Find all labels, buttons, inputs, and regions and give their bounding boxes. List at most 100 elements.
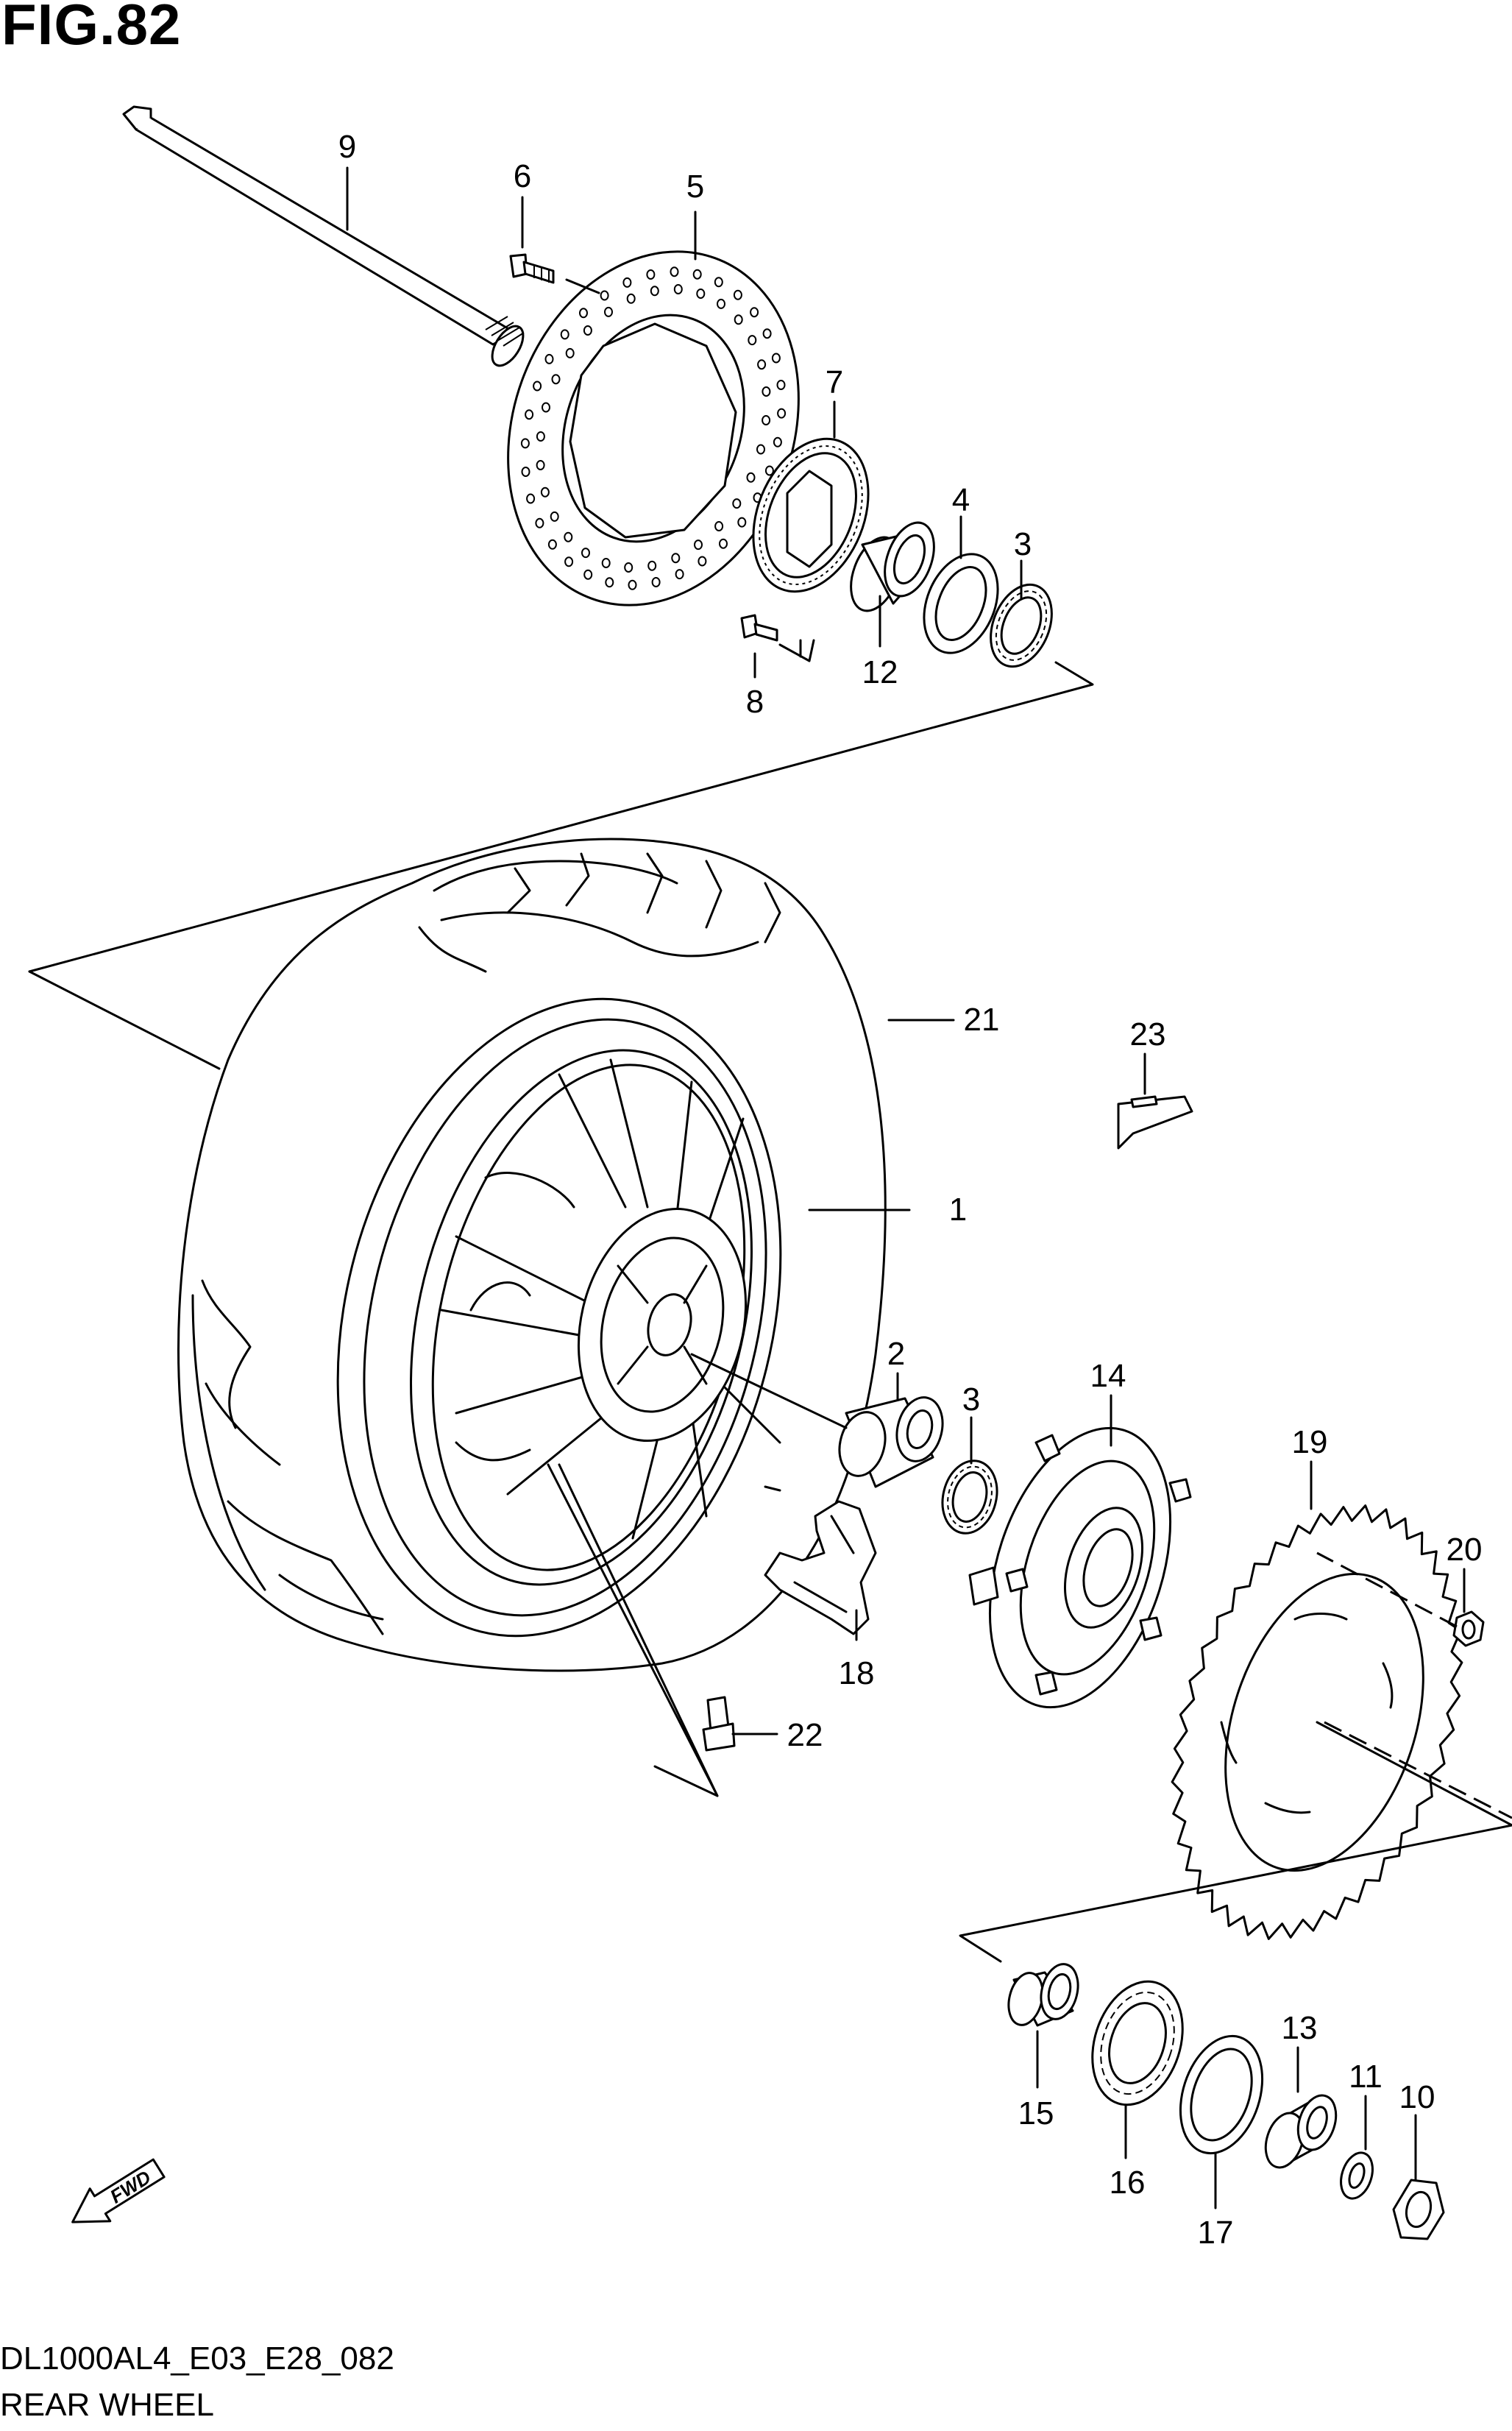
disc-hole (605, 577, 614, 588)
disc-hole (670, 266, 679, 277)
disc-hole (696, 289, 706, 299)
spacer (850, 521, 935, 612)
figure-name: REAR WHEEL (0, 2387, 214, 2423)
disc-hole (565, 347, 575, 358)
callout-12: 12 (862, 654, 898, 690)
disc-hole (646, 269, 656, 280)
disc-hole (564, 556, 574, 567)
callout-6: 6 (514, 158, 531, 194)
callout-1: 1 (949, 1192, 967, 1228)
disc-hole (624, 562, 633, 573)
balance-weight (1117, 1095, 1193, 1150)
leader-lines (346, 166, 1466, 2209)
bearing-lower (941, 1459, 998, 1535)
disc-hole (673, 284, 683, 294)
disc-hole (714, 277, 723, 288)
sprocket-nut (1452, 1610, 1485, 1647)
forward-arrow-icon: FWD (71, 2158, 166, 2223)
sprocket-bearing (1091, 1980, 1184, 2106)
disc-hole (622, 277, 632, 288)
disc-hole (671, 553, 681, 564)
abs-sensor-ring (752, 437, 870, 593)
bearing-sleeve (1007, 1963, 1079, 2027)
callout-7: 7 (826, 364, 843, 400)
disc-hole (535, 517, 544, 528)
disc-hole (698, 556, 707, 567)
callout-5: 5 (686, 169, 704, 205)
disc-hole (550, 511, 559, 522)
callout-4: 4 (952, 482, 970, 518)
disc-hole (601, 558, 611, 568)
callout-19: 19 (1292, 1424, 1328, 1460)
disc-hole (762, 386, 771, 397)
callout-15: 15 (1018, 2095, 1054, 2131)
valve-guide-line-2 (547, 1463, 719, 1797)
disc-hole (542, 402, 550, 413)
callout-9: 9 (338, 129, 356, 165)
callout-20: 20 (1447, 1532, 1483, 1568)
disc-hole (694, 539, 703, 551)
rear-axle (122, 105, 525, 367)
disc-hole (536, 431, 545, 442)
disc-hole (626, 293, 636, 304)
callout-2: 2 (887, 1336, 905, 1372)
sprocket-oil-seal (1179, 2034, 1264, 2155)
wheel-spacer (838, 1396, 944, 1488)
brake-disc-bolt (509, 253, 555, 284)
fig-title: FIG.82 (1, 0, 182, 57)
disc-hole (600, 290, 609, 301)
callout-18: 18 (839, 1655, 875, 1691)
disc-hole (719, 538, 728, 549)
disc-hole (771, 353, 781, 364)
disc-hole (583, 325, 592, 336)
figure-code: DL1000AL4_E03_E28_082 (0, 2340, 394, 2377)
disc-hole (756, 444, 765, 455)
disc-hole (717, 298, 725, 309)
disc-hole (547, 539, 557, 550)
disc-hole (521, 467, 530, 477)
oil-seal (923, 553, 999, 654)
disc-hole (579, 308, 588, 319)
wheel-rim (336, 997, 782, 1638)
disc-hole (757, 359, 767, 370)
washer (1340, 2151, 1374, 2200)
callout-10: 10 (1399, 2079, 1435, 2115)
callout-11: 11 (1349, 2059, 1383, 2095)
disc-hole (551, 374, 561, 385)
disc-hole (764, 465, 774, 476)
assembly-guide-lower (690, 1353, 1512, 1963)
disc-hole (520, 438, 530, 449)
disc-hole (536, 460, 545, 470)
callout-labels: 9 6 5 7 4 3 12 8 21 23 1 2 14 3 19 20 18… (338, 129, 1483, 2251)
disc-hole (675, 569, 684, 580)
bearing-upper (990, 583, 1053, 668)
disc-hole (773, 436, 782, 447)
disc-hole (776, 380, 786, 390)
disc-hole (714, 521, 724, 531)
disc-hole (750, 307, 759, 318)
assembly-guide-upper (28, 278, 1094, 1070)
callout-13: 13 (1282, 2010, 1318, 2046)
caliper-bracket (764, 1500, 877, 1635)
disc-hole (583, 569, 593, 580)
callout-16: 16 (1110, 2165, 1146, 2201)
axle-nut (1392, 2179, 1445, 2240)
disc-hole (762, 328, 772, 339)
disc-hole (628, 579, 637, 590)
sprocket-spacer (1264, 2094, 1338, 2169)
disc-hole (533, 381, 542, 392)
disc-hole (651, 577, 661, 587)
tire-valve (702, 1696, 736, 1752)
abs-ring-bolt (740, 614, 778, 642)
callout-21: 21 (964, 1002, 1000, 1038)
sprocket-drum (968, 1426, 1192, 1709)
disc-hole (737, 517, 747, 528)
disc-hole (560, 329, 569, 340)
callout-8: 8 (746, 684, 764, 720)
disc-hole (650, 286, 659, 297)
disc-hole (762, 415, 771, 425)
callout-17: 17 (1198, 2215, 1234, 2251)
disc-hole (581, 548, 590, 559)
disc-hole (746, 472, 756, 483)
callout-22: 22 (787, 1717, 823, 1753)
